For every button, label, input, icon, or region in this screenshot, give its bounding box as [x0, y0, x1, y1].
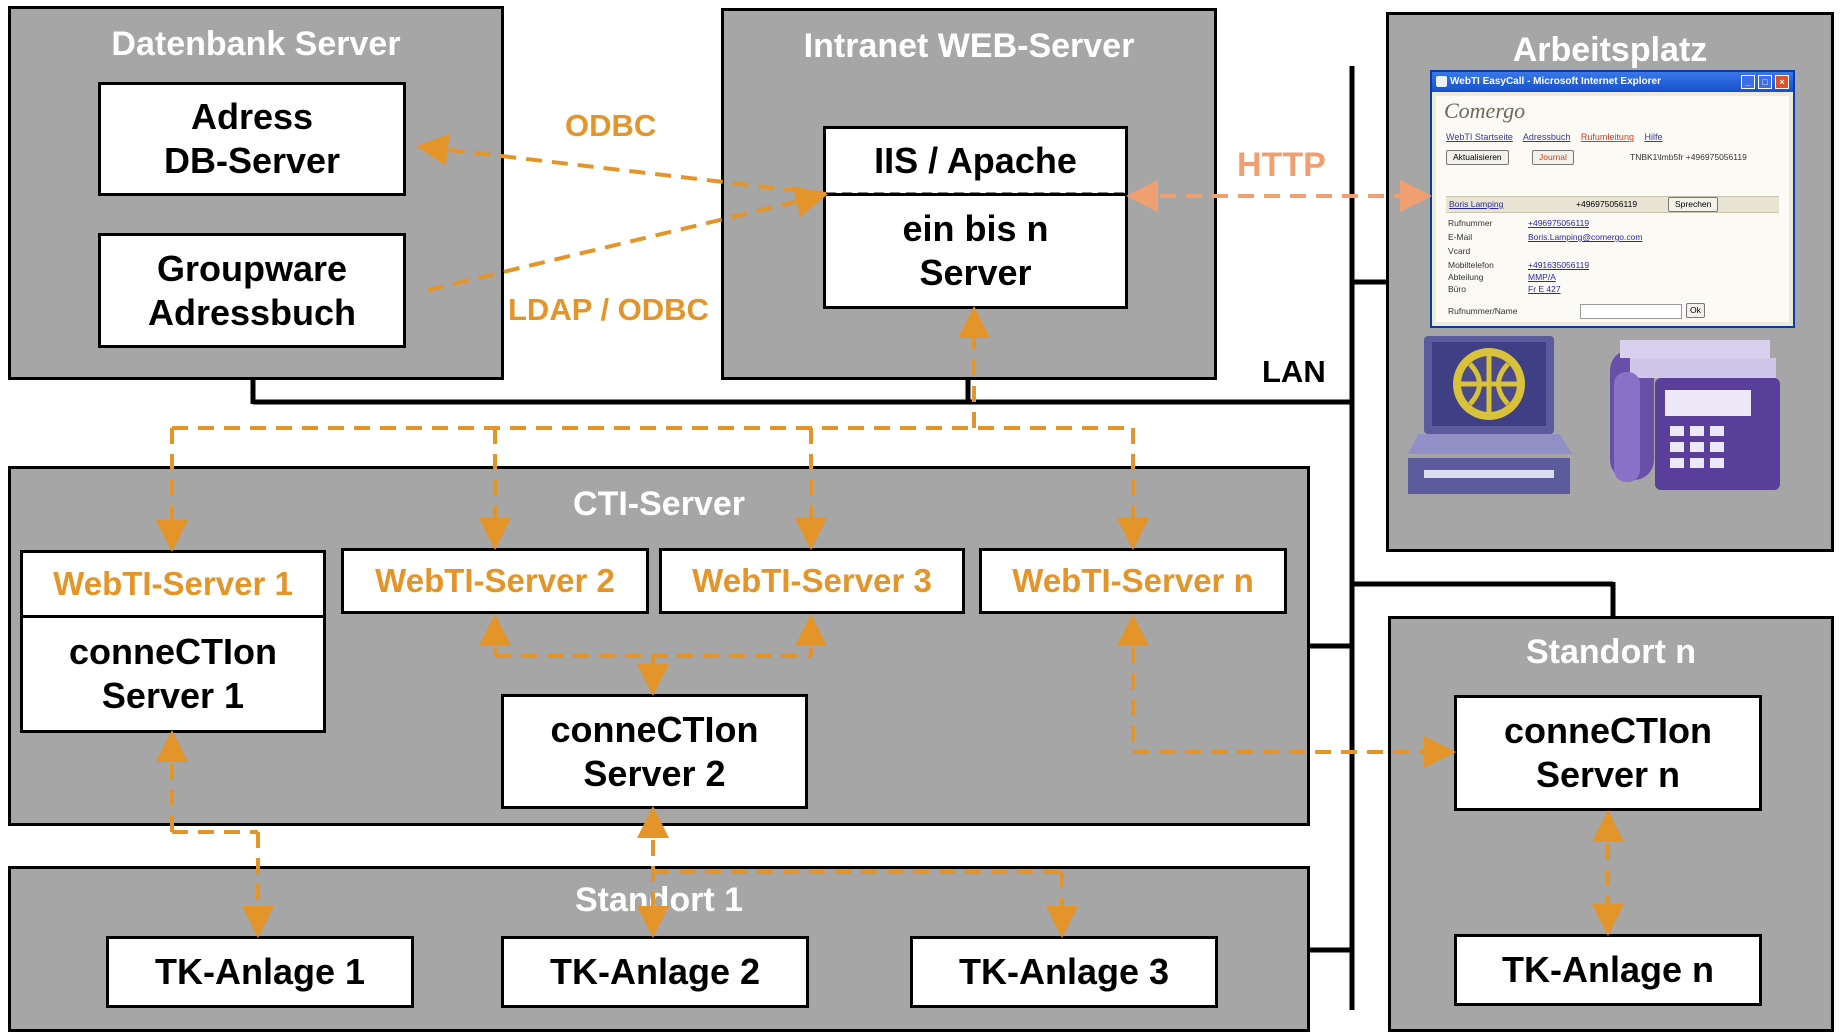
nav-link-rufumleitung[interactable]: Rufumleitung: [1580, 132, 1634, 142]
nav-link-adressbuch[interactable]: Adressbuch: [1522, 132, 1571, 142]
group-title: CTI-Server: [573, 485, 745, 523]
field-label: Rufnummer: [1448, 218, 1493, 228]
maximize-icon[interactable]: □: [1758, 75, 1772, 89]
device-info: TNBK1\lmb5fr +496975056119: [1630, 152, 1747, 162]
box-label: ein bis n Server: [902, 208, 1049, 293]
odbc-label: ODBC: [565, 108, 657, 143]
tk-anlage-3-box: TK-Anlage 3: [910, 936, 1218, 1008]
browser-window: WebTI EasyCall - Microsoft Internet Expl…: [1430, 70, 1795, 328]
box-label: conneCTIon Server n: [1504, 710, 1712, 795]
adress-db-server-box: Adress DB-Server: [98, 82, 406, 196]
browser-title: WebTI EasyCall - Microsoft Internet Expl…: [1450, 76, 1661, 87]
refresh-button[interactable]: Aktualisieren: [1446, 150, 1509, 165]
field-value[interactable]: Fr E 427: [1528, 284, 1561, 294]
speak-button[interactable]: Sprechen: [1668, 197, 1719, 212]
connection-server-1-box: conneCTIon Server 1: [20, 615, 326, 733]
connection-server-2-box: conneCTIon Server 2: [501, 694, 808, 809]
box-label: TK-Anlage 2: [549, 951, 761, 993]
box-label: conneCTIon Server 1: [69, 631, 277, 716]
field-value[interactable]: +491635056119: [1528, 260, 1590, 270]
webti-server-1-box: WebTI-Server 1: [20, 550, 326, 618]
group-title: Intranet WEB-Server: [803, 27, 1135, 65]
field-label: E-Mail: [1448, 232, 1473, 242]
box-label: WebTI-Server 2: [375, 561, 615, 599]
box-label: WebTI-Server 3: [692, 561, 932, 599]
field-value[interactable]: +496975056119: [1528, 218, 1590, 228]
field-label: Vcard: [1448, 246, 1471, 256]
search-input[interactable]: [1580, 304, 1682, 319]
ok-button[interactable]: Ok: [1686, 303, 1705, 318]
box-label: TK-Anlage 3: [958, 951, 1170, 993]
group-title: Standort 1: [574, 881, 744, 919]
box-label: Groupware Adressbuch: [147, 247, 357, 333]
ldap-odbc-label: LDAP / ODBC: [508, 292, 709, 327]
groupware-adressbuch-box: Groupware Adressbuch: [98, 233, 406, 348]
tk-anlage-n-box: TK-Anlage n: [1454, 934, 1762, 1006]
group-title: Standort n: [1526, 633, 1696, 671]
contact-number: +496975056119: [1576, 199, 1638, 209]
iis-apache-box: IIS / Apache: [823, 126, 1128, 196]
webti-server-n-box: WebTI-Server n: [979, 548, 1287, 614]
nav-link-hilfe[interactable]: Hilfe: [1644, 132, 1663, 142]
contact-name[interactable]: Boris Lamping: [1449, 199, 1504, 209]
connection-server-n-box: conneCTIon Server n: [1454, 695, 1762, 811]
box-label: TK-Anlage n: [1502, 949, 1714, 991]
box-label: WebTI-Server n: [1012, 561, 1254, 599]
field-label: Mobiltelefon: [1448, 260, 1494, 270]
comergo-logo: Comergo: [1444, 98, 1526, 123]
close-icon[interactable]: ×: [1775, 75, 1789, 89]
browser-titlebar: WebTI EasyCall - Microsoft Internet Expl…: [1432, 72, 1793, 92]
minimize-icon[interactable]: _: [1741, 75, 1755, 89]
field-label: Büro: [1448, 284, 1466, 294]
field-label: Abteilung: [1448, 272, 1484, 282]
field-value[interactable]: MMP/A: [1528, 272, 1556, 282]
box-label: TK-Anlage 1: [154, 951, 366, 993]
group-title: Datenbank Server: [111, 25, 401, 63]
group-title: Arbeitsplatz: [1512, 31, 1708, 69]
box-label: IIS / Apache: [874, 140, 1077, 182]
journal-button[interactable]: Journal: [1532, 150, 1574, 165]
ein-bis-n-server-box: ein bis n Server: [823, 193, 1128, 309]
tk-anlage-2-box: TK-Anlage 2: [501, 936, 809, 1008]
ie-icon: [1436, 76, 1447, 87]
input-label: Rufnummer/Name: [1448, 306, 1518, 316]
tk-anlage-1-box: TK-Anlage 1: [106, 936, 414, 1008]
webti-server-2-box: WebTI-Server 2: [341, 548, 649, 614]
contact-bar: Boris Lamping +496975056119: [1446, 196, 1779, 213]
webti-server-3-box: WebTI-Server 3: [659, 548, 965, 614]
http-label: HTTP: [1237, 146, 1326, 184]
box-label: WebTI-Server 1: [53, 564, 293, 602]
box-label: Adress DB-Server: [163, 96, 341, 181]
lan-label: LAN: [1262, 354, 1326, 389]
box-label: conneCTIon Server 2: [550, 708, 759, 794]
field-value[interactable]: Boris.Lamping@comergo.com: [1528, 232, 1643, 242]
nav-link-startseite[interactable]: WebTI Startseite: [1446, 132, 1513, 142]
browser-nav: WebTI Startseite Adressbuch Rufumleitung…: [1446, 132, 1670, 142]
browser-content: Comergo WebTI Startseite Adressbuch Rufu…: [1436, 96, 1789, 322]
